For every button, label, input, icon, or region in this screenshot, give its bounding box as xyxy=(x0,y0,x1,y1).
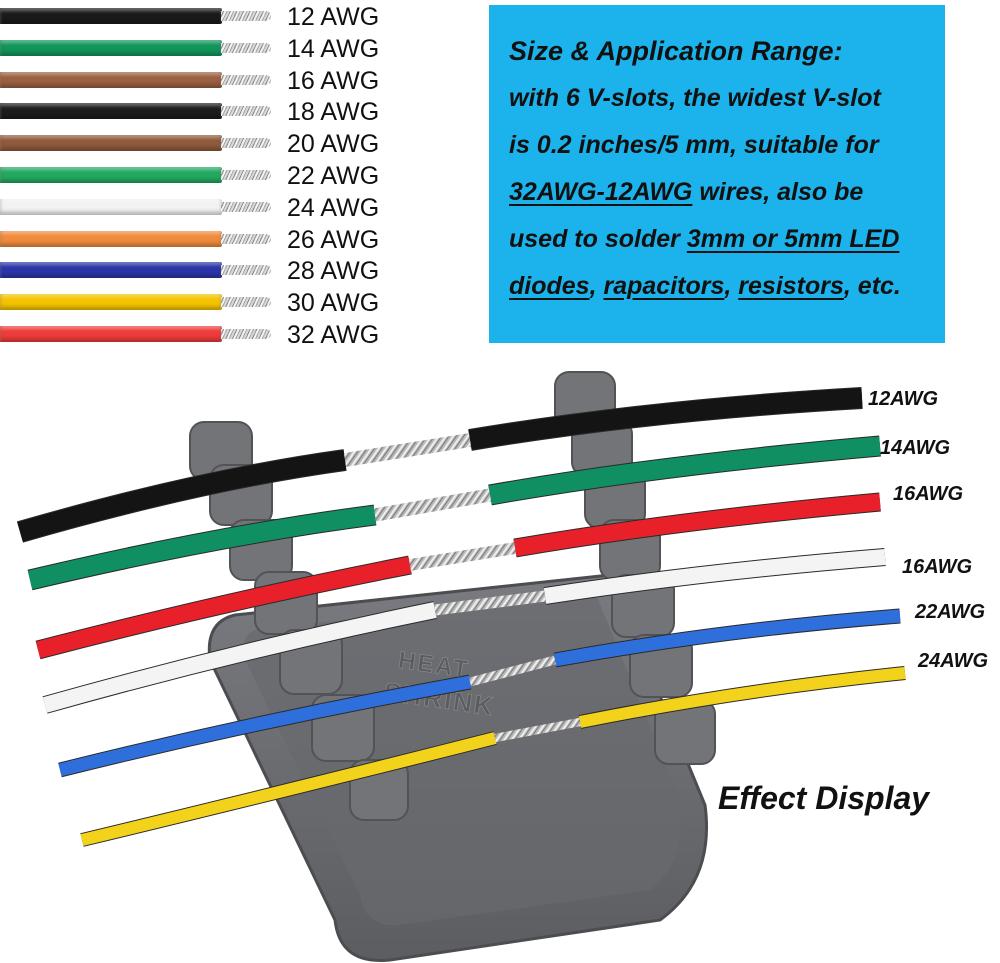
wire-insulation xyxy=(543,549,886,604)
stripped-strands xyxy=(221,138,271,149)
gauge-label: 18 AWG xyxy=(287,98,380,127)
wire-sample xyxy=(0,39,222,56)
wire xyxy=(58,608,901,778)
stripped-strands xyxy=(221,11,271,21)
stripped-strands xyxy=(221,170,271,180)
photo-gauge-label: 14AWG xyxy=(880,437,951,459)
gauge-label: 12 AWG xyxy=(287,3,380,31)
wire-sample xyxy=(0,198,222,215)
stripped-strands xyxy=(221,265,271,276)
photo-gauge-label: 16AWG xyxy=(902,556,973,578)
wire-insulation xyxy=(42,602,437,713)
wire-insulation xyxy=(80,732,497,846)
wire xyxy=(42,548,886,714)
wire-gauge-chart: 12 AWG 14 AWG 16 AWG 18 AWG 20 AWG 22 AWG 24 A… xyxy=(0,0,480,350)
gauge-label: 22 AWG xyxy=(287,162,380,190)
gauge-label: 20 AWG xyxy=(287,130,380,159)
diodes-link: diodes xyxy=(509,272,590,300)
holder-inner-floor xyxy=(243,592,682,926)
solder-splice xyxy=(468,655,557,687)
gauge-label: 24 AWG xyxy=(287,193,380,222)
gauge-row: 18 AWG xyxy=(0,97,480,129)
led-link: 3mm or 5mm LED xyxy=(686,225,900,253)
stripped-strands xyxy=(221,329,271,339)
separator-2: , xyxy=(724,272,739,300)
solder-splice xyxy=(494,717,581,743)
photo-gauge-label: 16AWG xyxy=(893,483,964,505)
gauge-label: 30 AWG xyxy=(287,289,380,318)
panel-line-1: with 6 V-slots, the widest V-slot xyxy=(509,84,881,112)
size-application-panel: Size & Application Range: with 6 V-slots… xyxy=(489,5,945,343)
solder-splice xyxy=(343,433,472,467)
wire-sample xyxy=(0,103,222,120)
wire-insulation xyxy=(578,667,906,728)
wire xyxy=(80,666,906,847)
gauge-label: 32 AWG xyxy=(287,321,380,349)
solder-splice xyxy=(409,542,516,571)
gauge-row: 12 AWG xyxy=(0,2,480,34)
wire-insulation xyxy=(488,436,881,505)
effect-display-caption: Effect Display xyxy=(718,780,930,816)
gauge-label: 14 AWG xyxy=(287,34,380,63)
panel-tail: , etc. xyxy=(843,272,901,300)
stripped-strands xyxy=(221,74,271,85)
wire-insulation xyxy=(553,609,901,667)
rapacitors-link: rapacitors xyxy=(603,272,725,300)
resistors-link: resistors xyxy=(738,272,844,300)
wire-sample xyxy=(0,326,222,342)
gauge-label: 26 AWG xyxy=(287,225,380,254)
wire-holder-illustration: HEAT SHRINK xyxy=(16,371,906,962)
stripped-strands xyxy=(221,106,271,117)
wire-insulation xyxy=(468,388,863,450)
solder-splice xyxy=(434,590,546,616)
gauge-row: 22 AWG xyxy=(0,161,480,193)
stripped-strands xyxy=(221,297,271,308)
wire-insulation xyxy=(513,493,881,557)
awg-range-link: 32AWG-12AWG xyxy=(509,178,693,206)
stripped-strands xyxy=(221,233,271,244)
wire-sample xyxy=(0,71,222,88)
panel-line-4: used to solder xyxy=(509,225,687,253)
photo-gauge-label: 22AWG xyxy=(915,601,986,623)
panel-body: with 6 V-slots, the widest V-slot is 0.2… xyxy=(509,75,927,310)
wire xyxy=(35,492,881,660)
wires xyxy=(16,387,906,847)
gauge-row: 16 AWG xyxy=(0,66,480,98)
wire xyxy=(27,435,881,591)
wire-sample xyxy=(0,294,222,311)
stripped-strands xyxy=(221,201,271,212)
wire-insulation xyxy=(17,450,347,542)
gauge-row: 26 AWG xyxy=(0,225,480,257)
panel-line-3: wires, also be xyxy=(692,178,864,206)
photo-gauge-label: 12AWG xyxy=(868,388,939,410)
gauge-row: 28 AWG xyxy=(0,256,480,288)
stripped-strands xyxy=(221,42,271,53)
gauge-row: 14 AWG xyxy=(0,34,480,66)
panel-line-2: is 0.2 inches/5 mm, suitable for xyxy=(509,131,879,159)
photo-gauge-label: 24AWG xyxy=(918,650,989,672)
wire-sample xyxy=(0,8,222,24)
effect-display-photo: HEAT SHRINK 12AWG 14AWG 16AWG 16AWG 22AWG 24A… xyxy=(0,360,1000,963)
wire-insulation xyxy=(35,556,412,659)
gauge-row: 32 AWG xyxy=(0,320,480,352)
gauge-label: 28 AWG xyxy=(287,257,380,286)
wire-insulation xyxy=(27,505,377,590)
wire-sample xyxy=(0,230,222,247)
wire-sample xyxy=(0,167,222,183)
gauge-row: 24 AWG xyxy=(0,193,480,225)
wire-sample xyxy=(0,262,222,279)
wire-sample xyxy=(0,135,222,152)
gauge-label: 16 AWG xyxy=(287,66,380,95)
wire-insulation xyxy=(58,675,472,777)
gauge-row: 20 AWG xyxy=(0,129,480,161)
gauge-row: 30 AWG xyxy=(0,288,480,320)
wire xyxy=(16,387,863,543)
solder-splice xyxy=(373,488,492,522)
panel-title: Size & Application Range: xyxy=(509,36,843,66)
separator-1: , xyxy=(589,272,604,300)
